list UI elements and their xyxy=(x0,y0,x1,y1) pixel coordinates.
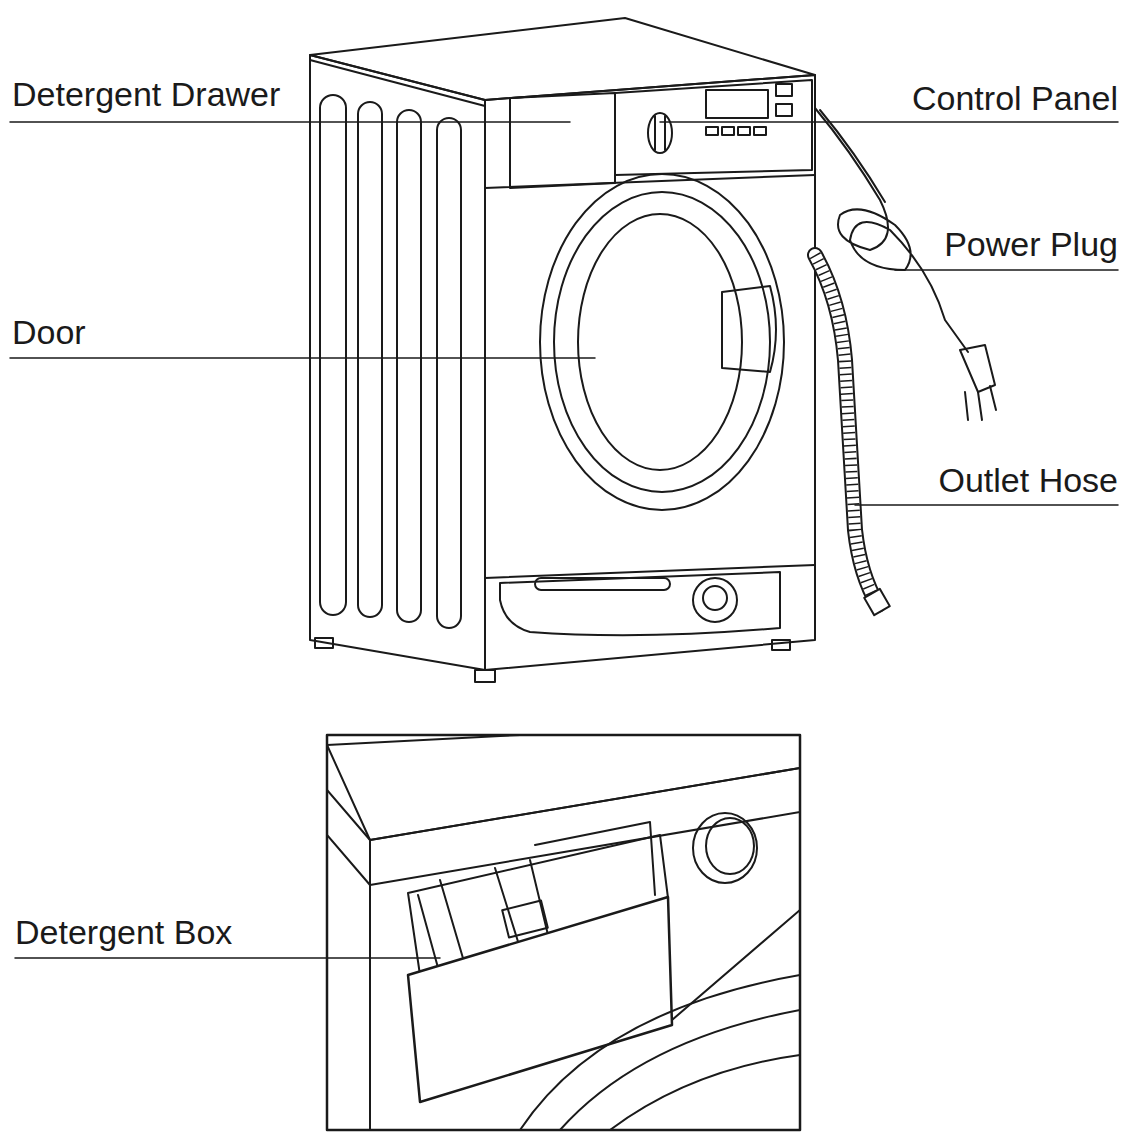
button xyxy=(738,127,750,135)
door-arc xyxy=(610,1055,800,1130)
door-handle xyxy=(722,286,776,372)
door-arc xyxy=(560,1010,800,1130)
leader-line xyxy=(15,957,440,959)
plug-pin xyxy=(990,386,996,410)
leader-line xyxy=(10,121,570,123)
knob xyxy=(693,813,757,883)
rib xyxy=(437,118,461,628)
part-label: Power Plug xyxy=(944,224,1118,264)
display xyxy=(706,90,768,118)
foot xyxy=(475,670,495,682)
door-arc xyxy=(520,975,800,1130)
door xyxy=(485,174,815,510)
foot xyxy=(315,638,333,648)
leader-line xyxy=(10,357,595,359)
program-knob xyxy=(648,113,672,153)
panel-seam xyxy=(485,565,815,578)
hose-outline xyxy=(815,255,878,605)
leader-line xyxy=(660,121,1118,123)
softener-cup xyxy=(502,901,548,938)
rib xyxy=(358,102,382,617)
door-ring xyxy=(554,192,770,492)
knob-face xyxy=(706,818,754,874)
side-face xyxy=(310,55,485,670)
knob-grip xyxy=(654,116,656,150)
base-panel xyxy=(485,565,815,635)
button xyxy=(722,127,734,135)
part-label: Outlet Hose xyxy=(938,460,1118,500)
door-outer-ring xyxy=(540,174,784,510)
plug-body xyxy=(960,345,995,392)
door-glass xyxy=(578,214,742,470)
leader-lines xyxy=(10,122,1118,958)
machine-body xyxy=(310,18,815,670)
rib xyxy=(397,110,421,622)
hose-corrugation xyxy=(815,255,878,605)
plug-pin xyxy=(978,392,982,420)
hose-end xyxy=(864,589,890,615)
detergent-drawer xyxy=(510,93,615,188)
outlet-hose xyxy=(815,255,890,615)
panel-seam xyxy=(485,175,815,188)
filter-cap-inner xyxy=(703,586,727,610)
leader-line xyxy=(855,504,1118,506)
filter-cover xyxy=(500,572,780,635)
part-label: Control Panel xyxy=(912,78,1118,118)
button xyxy=(754,127,766,135)
part-label: Door xyxy=(12,312,86,352)
knob-grip xyxy=(664,116,666,150)
leader-line xyxy=(895,269,1118,271)
button xyxy=(706,127,718,135)
front-face xyxy=(485,75,815,670)
side-ribs xyxy=(320,95,461,628)
rib xyxy=(320,95,346,615)
inset-frame xyxy=(327,735,800,1130)
control-panel xyxy=(615,80,812,175)
button xyxy=(776,84,792,96)
plug-pin xyxy=(965,392,968,420)
foot xyxy=(772,640,790,650)
hose-fill xyxy=(815,255,878,605)
body-edge xyxy=(369,885,371,1130)
filter-slot xyxy=(535,578,670,590)
button xyxy=(776,104,792,116)
cord xyxy=(820,110,885,202)
detail-inset xyxy=(327,735,800,1130)
part-label: Detergent Drawer xyxy=(12,74,280,114)
feet xyxy=(315,638,790,682)
part-label: Detergent Box xyxy=(15,912,232,952)
top-edge xyxy=(310,60,485,106)
lid-front xyxy=(370,768,800,885)
control-strip xyxy=(510,80,812,188)
inset-content xyxy=(327,735,800,1130)
filter-cap xyxy=(693,578,737,622)
top-surface xyxy=(310,18,815,100)
lid-side xyxy=(327,790,370,885)
